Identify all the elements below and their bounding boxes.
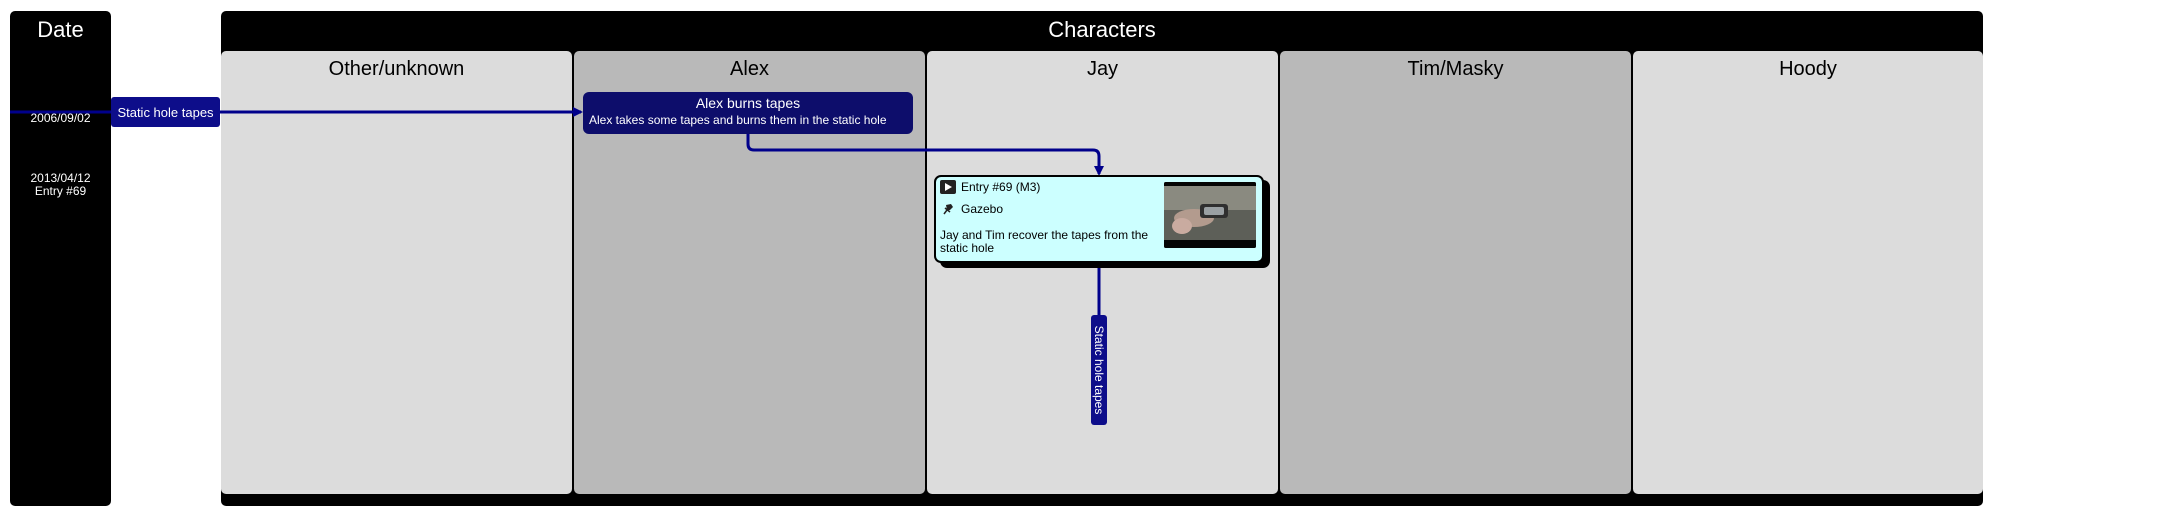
pin-icon <box>940 202 956 216</box>
entry-location: Gazebo <box>961 202 1004 216</box>
lane-hoody: Hoody <box>1633 51 1983 494</box>
lane-title: Alex <box>730 58 769 80</box>
event-alex-burns-tapes[interactable]: Alex burns tapes Alex takes some tapes a… <box>583 92 913 134</box>
arc-badge-label: Static hole tapes <box>117 104 214 120</box>
lane-jay: Jay <box>927 51 1278 494</box>
lane-tim-masky: Tim/Masky <box>1280 51 1631 494</box>
entry-title-row: Entry #69 (M3) <box>940 180 1040 194</box>
event-description: Alex takes some tapes and burns them in … <box>589 113 887 127</box>
date-text: 2006/09/02 <box>30 111 91 125</box>
entry-location-row: Gazebo <box>940 202 1003 216</box>
lane-title: Other/unknown <box>328 58 465 80</box>
lane-title: Tim/Masky <box>1407 58 1504 80</box>
arc-badge-static-hole-tapes[interactable]: Static hole tapes <box>111 97 220 127</box>
lane-title: Hoody <box>1779 58 1837 80</box>
lane-title: Jay <box>1086 58 1119 80</box>
entry-description: Jay and Tim recover the tapes from the s… <box>940 228 1149 255</box>
entry-thumbnail[interactable] <box>1164 182 1256 248</box>
date-entry-text: Entry #69 <box>34 184 87 198</box>
lane-other-unknown: Other/unknown <box>221 51 572 494</box>
date-text: 2013/04/12 <box>30 171 91 185</box>
vertical-badge-static-hole-tapes[interactable]: Static hole tapes <box>1091 315 1107 425</box>
entry-title[interactable]: Entry #69 (M3) <box>961 180 1041 194</box>
characters-header: Characters <box>1048 17 1156 42</box>
play-icon[interactable] <box>940 180 956 194</box>
date-label: 2013/04/12 Entry #69 <box>10 172 111 198</box>
date-column: Date 2006/09/02 2013/04/12 Entry #69 <box>10 11 111 506</box>
date-header: Date <box>37 17 84 42</box>
event-title: Alex burns tapes <box>695 95 801 111</box>
vertical-badge-label: Static hole tapes <box>1092 325 1106 415</box>
entry-card[interactable]: Entry #69 (M3) Gazebo Jay and Tim recove… <box>934 175 1264 263</box>
date-label: 2006/09/02 <box>10 112 111 125</box>
